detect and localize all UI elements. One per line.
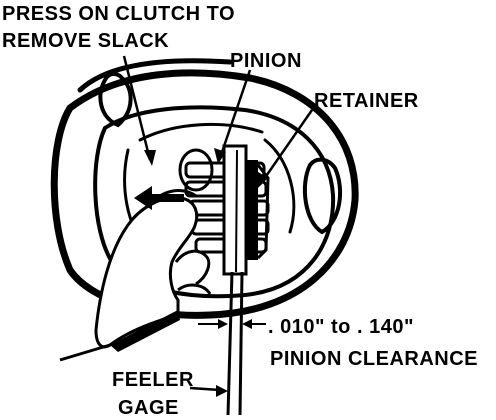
- label-feeler-line2: GAGE: [118, 397, 179, 419]
- label-feeler-line1: FEELER: [112, 369, 194, 391]
- feeler-gage: [226, 149, 244, 416]
- label-press-line2: REMOVE SLACK: [2, 30, 169, 52]
- leader-press: [122, 55, 152, 161]
- dim-arrowhead-left: [218, 319, 228, 329]
- dim-arrowhead-right: [242, 319, 252, 329]
- push-arrow-shaft: [150, 194, 184, 202]
- leader-feeler: [189, 386, 221, 392]
- hand-shade: [110, 310, 180, 352]
- pinion-hub: [178, 148, 214, 192]
- leaders: [122, 55, 314, 397]
- label-retainer: RETAINER: [314, 90, 419, 112]
- feeler-blade-right: [238, 271, 244, 416]
- hand-finger-1: [174, 249, 211, 286]
- retainer-ring: [246, 160, 258, 260]
- leader-pinion-head: [214, 148, 226, 164]
- push-arrow: [134, 186, 184, 210]
- hand: [59, 189, 212, 362]
- leader-feeler-head: [216, 385, 228, 397]
- housing-ring-2: [138, 122, 264, 142]
- push-arrow-head: [134, 186, 152, 210]
- housing-inner: [93, 105, 336, 299]
- label-clearance-value: . 010" to . 140": [268, 316, 414, 338]
- pinion-assembly: [178, 144, 270, 276]
- label-pinion: PINION: [230, 50, 302, 72]
- hand-cuff: [59, 343, 111, 362]
- leader-retainer-head: [258, 172, 268, 188]
- housing-ring-3: [263, 138, 296, 234]
- housing-outer: [50, 69, 359, 319]
- hand-finger-2: [177, 283, 212, 295]
- housing-lobe-right: [302, 157, 343, 235]
- clearance-dimension: [198, 319, 266, 329]
- leader-press-head: [144, 150, 156, 166]
- feeler-blade-edge: [235, 149, 238, 273]
- housing-lobe-left: [98, 71, 133, 128]
- drive-housing: [50, 58, 359, 319]
- leader-retainer: [260, 109, 314, 183]
- hand-palm: [94, 196, 199, 349]
- leader-pinion: [218, 69, 252, 159]
- feeler-blade-left: [226, 271, 234, 416]
- retainer-lip: [256, 164, 270, 260]
- label-clearance-caption: PINION CLEARANCE: [270, 348, 478, 370]
- pinion-shaft: [222, 144, 248, 276]
- housing-rim-top: [77, 58, 233, 93]
- label-press-line1: PRESS ON CLUTCH TO: [2, 3, 235, 25]
